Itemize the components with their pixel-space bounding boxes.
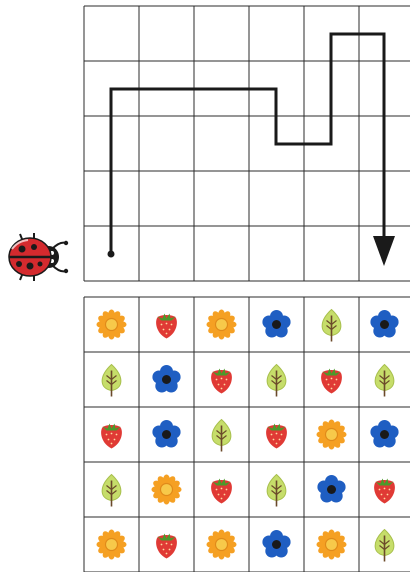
leaf-icon [266,363,287,398]
orange-flower-icon [95,528,128,561]
item-icons [95,308,399,563]
strawberry-icon [156,533,177,559]
path-grid [83,5,410,282]
orange-flower-icon [205,308,238,341]
leaf-icon [101,473,122,508]
route-start-dot [107,250,115,258]
leaf-icon [374,528,395,563]
orange-flower-icon [315,418,348,451]
leaf-icon [374,363,395,398]
strawberry-icon [211,478,232,504]
orange-flower-icon [150,473,183,506]
leaf-icon [211,418,232,453]
blue-flower-icon [262,530,291,558]
blue-flower-icon [370,310,399,338]
orange-flower-icon [315,528,348,561]
blue-flower-icon [152,420,181,448]
strawberry-icon [156,313,177,339]
orange-flower-icon [205,528,238,561]
route-arrowhead [373,236,395,266]
blue-flower-icon [370,420,399,448]
ladybug-icon [7,231,70,283]
blue-flower-icon [262,310,291,338]
strawberry-icon [321,368,342,394]
leaf-icon [266,473,287,508]
blue-flower-icon [317,475,346,503]
leaf-icon [101,363,122,398]
strawberry-icon [101,423,122,449]
blue-flower-icon [152,365,181,393]
leaf-icon [321,308,342,343]
orange-flower-icon [95,308,128,341]
strawberry-icon [266,423,287,449]
strawberry-icon [211,368,232,394]
route-path [109,32,386,254]
item-grid [83,296,410,572]
strawberry-icon [374,478,395,504]
